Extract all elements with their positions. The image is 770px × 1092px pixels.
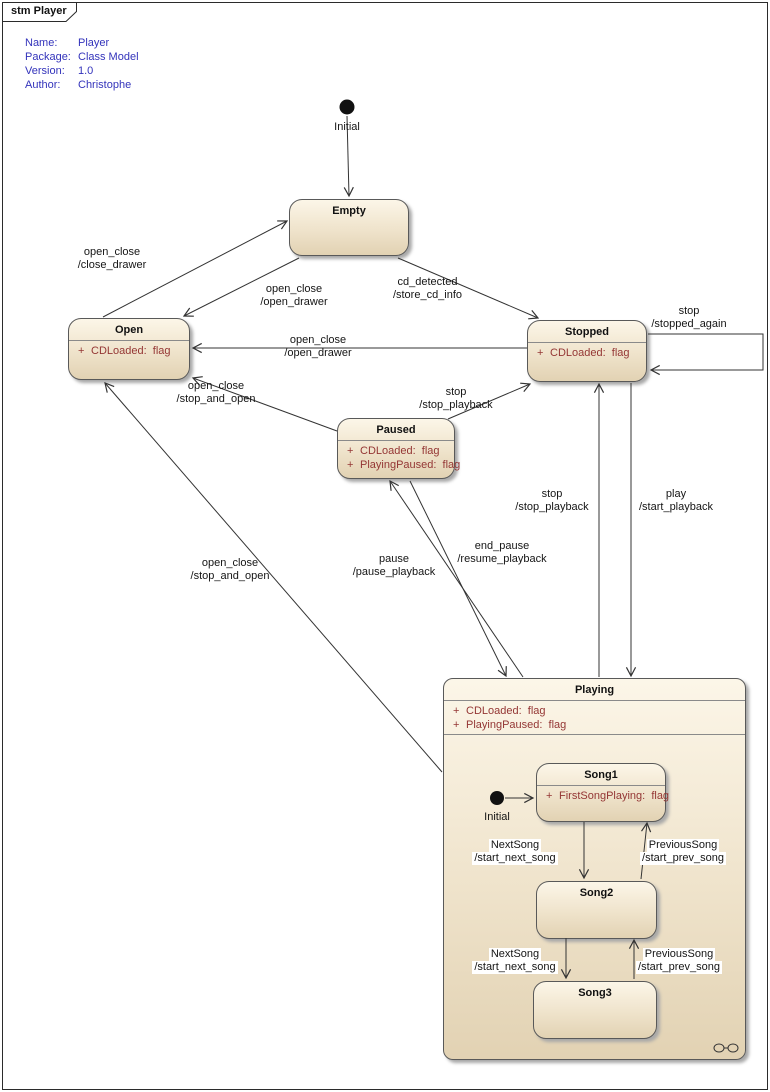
property-row: Author:Christophe xyxy=(25,79,132,91)
transition-label-stopped-to-playing: play/start_playback xyxy=(639,488,713,513)
state-paused[interactable]: Paused +CDLoaded: flag +PlayingPaused: f… xyxy=(337,418,461,479)
transition-label-song3-to-song2: PreviousSong/start_prev_song xyxy=(636,948,722,974)
state-attribute: +CDLoaded: flag xyxy=(453,705,546,717)
transition-label-song2-to-song1: PreviousSong/start_prev_song xyxy=(640,839,726,865)
state-song3[interactable]: Song3 xyxy=(533,981,657,1039)
state-attribute: +PlayingPaused: flag xyxy=(453,719,567,731)
playing-initial-label: Initial xyxy=(484,811,510,823)
state-empty-title: Empty xyxy=(332,205,366,217)
transition-label-paused-to-playing: end_pause/resume_playback xyxy=(457,540,547,565)
transition-label-empty-to-open: open_close/open_drawer xyxy=(260,283,328,308)
transition-label-song2-to-song3: NextSong/start_next_song xyxy=(472,948,558,974)
transition-label-paused-to-stopped: stop/stop_playback xyxy=(419,386,493,411)
separator xyxy=(444,734,745,735)
state-song1-title: Song1 xyxy=(584,769,618,781)
transition-label-playing-to-stopped: stop/stop_playback xyxy=(515,488,589,513)
state-playing[interactable]: Playing +CDLoaded: flag +PlayingPaused: … xyxy=(443,678,746,1060)
property-row: Version:1.0 xyxy=(25,65,94,77)
state-attribute: +FirstSongPlaying: flag xyxy=(546,790,670,802)
separator xyxy=(444,700,745,701)
state-playing-title: Playing xyxy=(574,684,615,696)
state-attribute: +CDLoaded: flag xyxy=(78,345,171,357)
state-song2[interactable]: Song2 xyxy=(536,881,657,939)
transition-label-song1-to-song2: NextSong/start_next_song xyxy=(472,839,558,865)
state-stopped-title: Stopped xyxy=(565,326,609,338)
transition-label-empty-to-stopped: cd_detected/store_cd_info xyxy=(392,276,463,301)
state-attribute: +CDLoaded: flag xyxy=(537,347,630,359)
separator xyxy=(528,342,646,343)
transition-label-stopped-to-open: open_close/open_drawer xyxy=(284,334,352,359)
transition-label-playing-to-open: open_close/stop_and_open xyxy=(190,557,270,582)
state-song3-title: Song3 xyxy=(578,987,612,999)
state-song1[interactable]: Song1 +FirstSongPlaying: flag xyxy=(536,763,670,822)
state-stopped[interactable]: Stopped +CDLoaded: flag xyxy=(527,320,647,382)
state-attribute: +PlayingPaused: flag xyxy=(347,459,461,471)
state-paused-title: Paused xyxy=(376,424,416,436)
transition-label-stopped-self: stop/stopped_again xyxy=(651,305,727,330)
state-attribute: +CDLoaded: flag xyxy=(347,445,440,457)
initial-label: Initial xyxy=(334,121,360,133)
diagram-frame-title: stm Player xyxy=(11,5,67,17)
state-open[interactable]: Open +CDLoaded: flag xyxy=(68,318,190,380)
property-row: Name:Player xyxy=(25,37,110,49)
separator xyxy=(69,340,189,341)
state-open-title: Open xyxy=(114,324,144,336)
transition-label-open-to-empty: open_close/close_drawer xyxy=(77,246,147,271)
transition-label-paused-to-open: open_close/stop_and_open xyxy=(176,380,256,405)
state-song2-title: Song2 xyxy=(579,887,614,899)
transition-label-playing-to-paused: pause/pause_playback xyxy=(352,553,436,578)
diagram-properties: Name:Player Package:Class Model Version:… xyxy=(25,36,139,92)
separator xyxy=(537,785,665,786)
state-empty[interactable]: Empty xyxy=(289,199,409,256)
property-row: Package:Class Model xyxy=(25,51,139,63)
